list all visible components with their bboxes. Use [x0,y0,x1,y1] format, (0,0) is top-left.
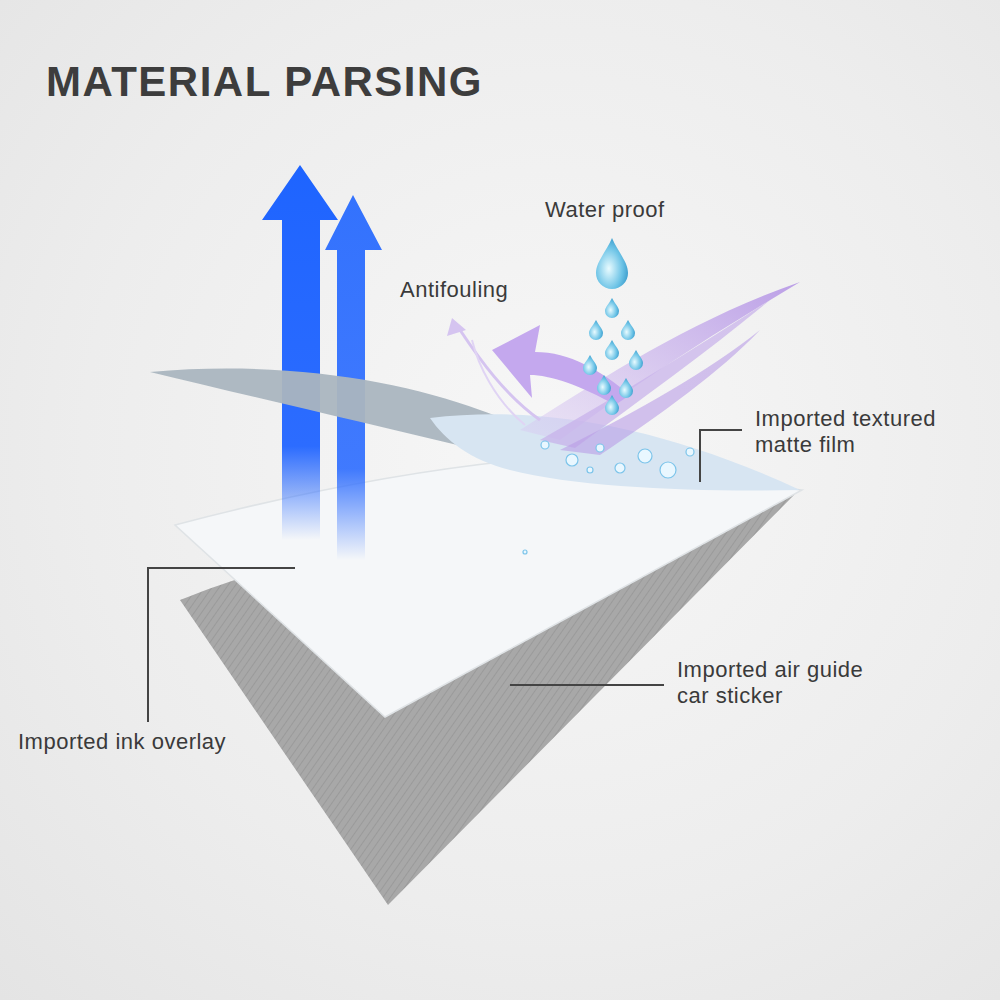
breathable-arrow [262,165,338,540]
antifouling-arrow-thin [472,340,525,425]
part-label-wrap: Imported textured matte film [755,406,970,458]
water-drop [596,238,628,289]
leader-line [148,568,295,722]
water-drop-group [583,298,643,415]
part-label: Imported ink overlay [18,729,226,755]
antifouling-arrow [492,325,630,405]
part-label: Imported textured matte film [755,406,970,458]
part-label-wrap: Antifouling [400,277,508,303]
part-label: Antifouling [400,277,508,303]
leader-line [510,684,664,686]
part-label: Imported air guide car sticker [677,657,892,709]
part-label: Water proof [545,197,665,223]
matte-film-sheet [150,368,800,490]
water-beads [523,441,694,554]
diagram-title-wrap: MATERIAL PARSING [46,58,483,106]
antifouling-arrow-thin [447,318,466,336]
part-label-wrap: Imported ink overlay [18,729,226,755]
part-label-wrap: Water proof [545,197,665,223]
leader-line [700,430,742,482]
part-label-wrap: Imported air guide car sticker [677,657,892,709]
diagram-title: MATERIAL PARSING [46,58,483,106]
antifouling-swoosh [560,330,760,455]
